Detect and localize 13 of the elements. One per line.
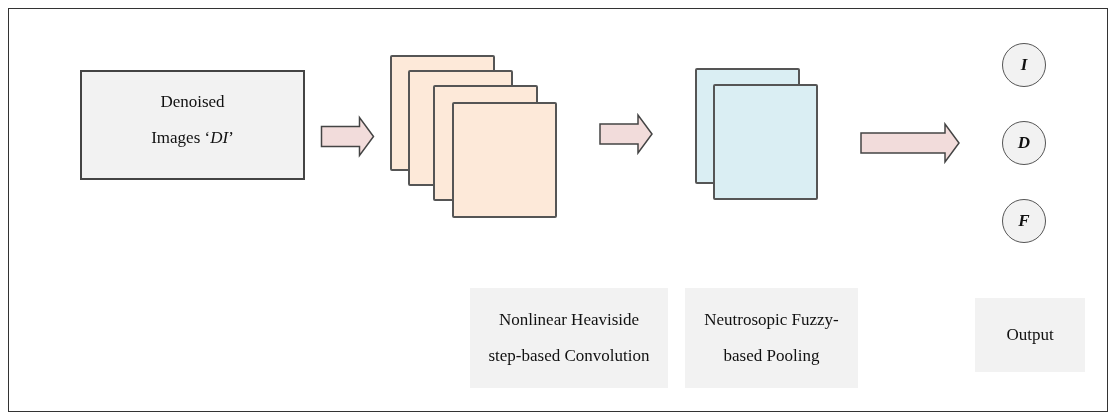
block-arrow [599, 112, 653, 156]
block-arrow [860, 121, 960, 165]
node-text: Nonlinear Heaviside step-based Convolution [487, 309, 651, 367]
node-text: F [1018, 210, 1030, 233]
block-arrow [320, 115, 375, 158]
input-box [80, 70, 305, 180]
node-text: Denoised Images ‘DI’ [150, 91, 235, 149]
node-text: D [1017, 132, 1031, 155]
node-text: Neutrosopic Fuzzy-based Pooling [703, 309, 840, 367]
feature-map-stack [695, 68, 818, 200]
node-text: Output [1006, 324, 1054, 347]
feature-map-stack [390, 55, 557, 218]
node-text: I [1020, 54, 1028, 77]
